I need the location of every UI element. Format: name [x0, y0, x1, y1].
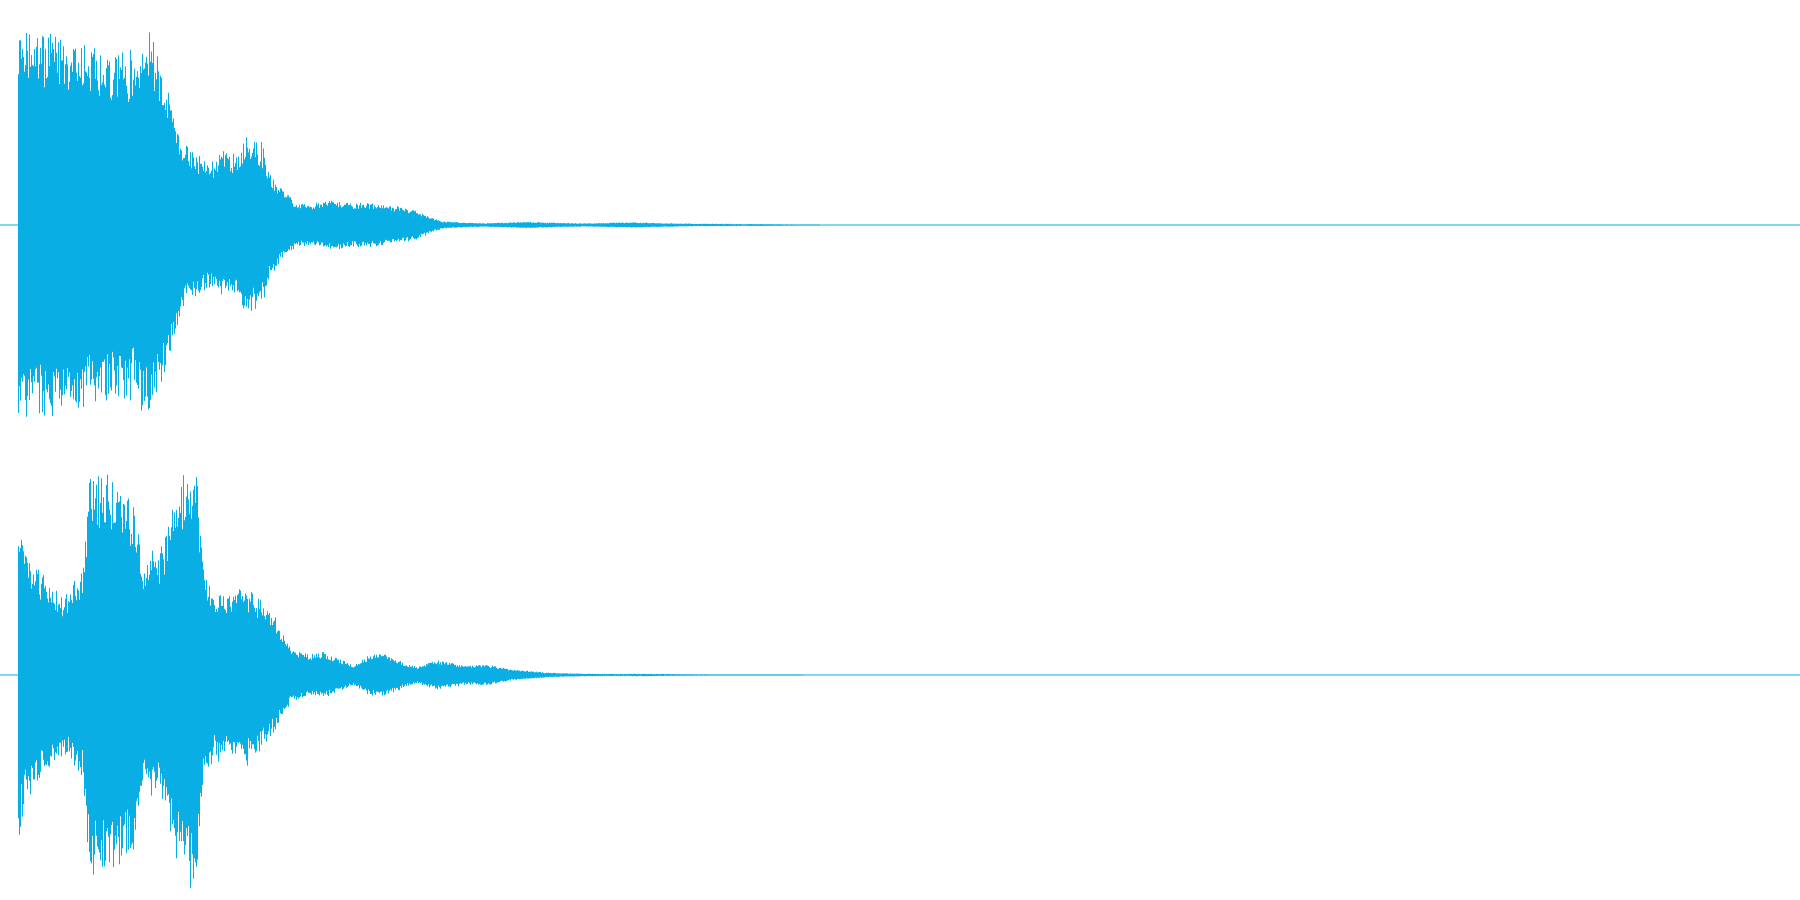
- channel-1-waveform: [0, 32, 1800, 417]
- channel-2-waveform: [0, 474, 1800, 888]
- channel-1-samples: [18, 32, 820, 417]
- channel-2-samples: [18, 474, 803, 888]
